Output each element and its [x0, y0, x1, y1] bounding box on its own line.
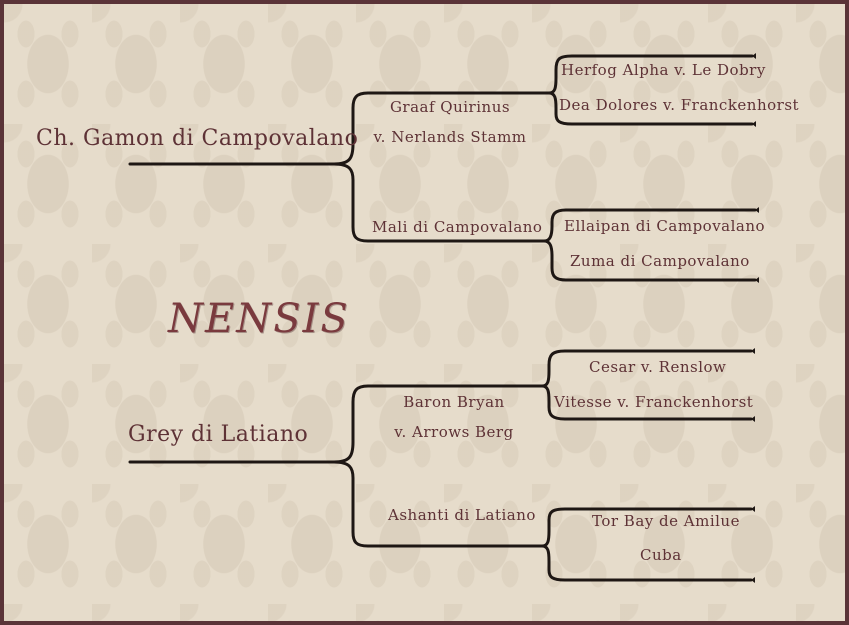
dam-sire-name-line2: v. Arrows Berg [394, 423, 514, 441]
dam-sire-sire-name: Cesar v. Renslow [589, 358, 727, 376]
dam-sire-name: Baron Bryan v. Arrows Berg [394, 387, 513, 447]
subject-name: NENSIS [168, 296, 350, 342]
sire-name: Ch. Gamon di Campovalano [36, 126, 359, 151]
dam-dam-sire-name: Tor Bay de Amilue [592, 512, 740, 530]
sire-dam-dam-name: Zuma di Campovalano [570, 252, 750, 270]
dam-sire-name-line1: Baron Bryan [403, 393, 505, 411]
sire-dam-sire-name: Ellaipan di Campovalano [564, 217, 766, 235]
dam-dam-connector [540, 507, 753, 582]
sire-dam-name: Mali di Campovalano [372, 218, 543, 236]
dam-sire-dam-name: Vitesse v. Franckenhorst [554, 393, 754, 411]
pedigree-canvas: NENSIS Ch. Gamon di Campovalano Grey di … [4, 4, 845, 621]
dam-sire-connector [540, 349, 753, 421]
sire-connector [128, 91, 551, 243]
sire-sire-sire-name: Herfog Alpha v. Le Dobry [561, 61, 766, 79]
pedigree-lines [128, 53, 759, 583]
dam-dam-dam-name: Cuba [640, 546, 682, 564]
dam-dam-name: Ashanti di Latiano [388, 506, 536, 524]
sire-sire-connector [547, 54, 754, 126]
sire-sire-dam-name: Dea Dolores v. Franckenhorst [559, 96, 800, 114]
dam-connector [128, 384, 544, 548]
sire-sire-name: Graaf Quirinus v. Nerlands Stamm [373, 92, 526, 152]
dam-name: Grey di Latiano [128, 422, 309, 447]
sire-sire-name-line2: v. Nerlands Stamm [373, 128, 527, 146]
sire-sire-name-line1: Graaf Quirinus [389, 98, 511, 116]
sire-dam-connector [542, 208, 757, 282]
